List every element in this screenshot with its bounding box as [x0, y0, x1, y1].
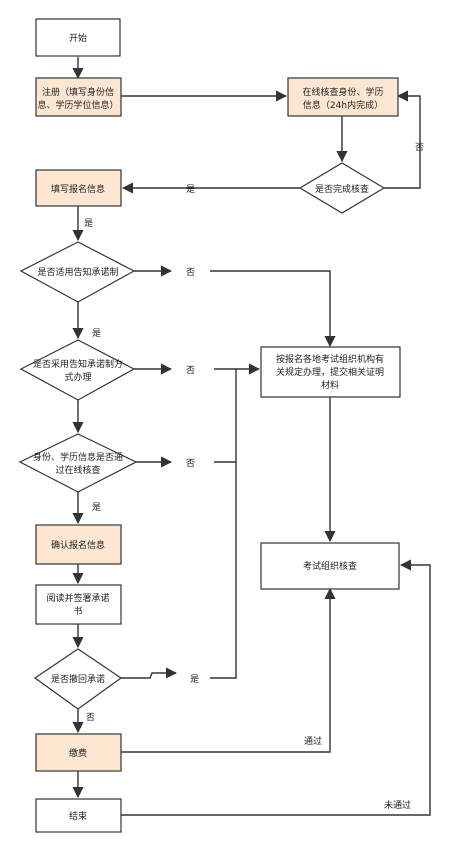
- node-check-done: 是否完成核查: [298, 162, 386, 214]
- node-exam-review: 考试组织核查: [260, 542, 400, 590]
- label-check-no: 否: [415, 142, 424, 153]
- check-done-diamond: [298, 162, 386, 214]
- adopt-label-line-1: 是否采用告知承诺制方: [33, 358, 123, 370]
- read-sign-box: [35, 584, 122, 625]
- edge-applicable-no-to-docs: [210, 270, 336, 348]
- id-pass-label-line-1: 身份、学历信息是否通: [33, 451, 123, 463]
- label-fail: 未通过: [384, 799, 411, 811]
- node-applicable: 是否适用告知承诺制: [19, 241, 136, 303]
- node-id-pass: 身份、学历信息是否通 过在线核查: [18, 433, 138, 493]
- start-label: 开始: [69, 32, 87, 44]
- register-label-line-1: 注册（填写身份信: [42, 86, 114, 98]
- pay-label: 缴费: [69, 747, 87, 759]
- label-applicable-yes: 是: [92, 328, 101, 339]
- register-box: [35, 77, 122, 117]
- node-read-sign: 阅读并签署承诺 书: [35, 584, 122, 625]
- online-check-box: [287, 77, 399, 117]
- label-check-yes: 是: [186, 184, 195, 195]
- end-label: 结束: [69, 810, 87, 822]
- register-label-line-2: 息、学历学位信息）: [37, 99, 118, 111]
- edge-decision-no-loop: [384, 90, 421, 189]
- check-done-label: 是否完成核查: [315, 183, 369, 195]
- label-adopt-no: 否: [186, 365, 195, 376]
- node-fill-info: 填写报名信息: [35, 169, 122, 207]
- node-register: 注册（填写身份信 息、学历学位信息）: [35, 77, 122, 117]
- connectors: [72, 57, 431, 816]
- node-submit-docs: 按报名各地考试组织机构有 关规定办理，提交相关证明 材料: [260, 346, 401, 398]
- submit-docs-label-line-1: 按报名各地考试组织机构有: [276, 353, 384, 365]
- applicable-label: 是否适用告知承诺制: [37, 266, 118, 278]
- node-end: 结束: [35, 798, 122, 833]
- fill-info-label: 填写报名信息: [51, 183, 105, 195]
- label-withdraw-yes: 是: [190, 674, 199, 685]
- online-check-label-line-1: 在线核查身份、学历: [302, 86, 383, 98]
- node-withdraw: 是否撤回承诺: [33, 648, 123, 710]
- label-fill-yes: 是: [84, 218, 93, 229]
- node-start: 开始: [35, 18, 121, 57]
- label-idpass-yes: 是: [92, 502, 101, 513]
- id-pass-label-line-2: 过在线核查: [55, 464, 100, 476]
- fill-info-box: [35, 169, 122, 207]
- start-box: [35, 18, 121, 57]
- read-sign-label-line-2: 书: [73, 606, 82, 617]
- label-applicable-no: 否: [186, 267, 195, 278]
- node-confirm: 确认报名信息: [35, 524, 122, 565]
- label-pass: 通过: [304, 735, 322, 747]
- edge-idpass-no-merge: [214, 369, 237, 463]
- edge-labels: 否 是 是 否 是 否 否 是 是 否 通过 未通过: [84, 142, 424, 811]
- node-online-check: 在线核查身份、学历 信息（24h内完成）: [287, 77, 399, 117]
- node-adopt: 是否采用告知承诺制方 式办理: [19, 339, 136, 401]
- edge-end-review: [121, 559, 431, 816]
- label-withdraw-no: 否: [86, 712, 95, 723]
- submit-docs-label-line-2: 关规定办理，提交相关证明: [276, 366, 384, 378]
- read-sign-label-line-1: 阅读并签署承诺: [46, 592, 109, 604]
- edge-withdraw-yes-merge: [210, 462, 237, 679]
- exam-review-box: [260, 542, 400, 590]
- submit-docs-label-line-3: 材料: [321, 379, 339, 391]
- pay-box: [35, 733, 122, 772]
- withdraw-diamond: [33, 648, 123, 710]
- node-pay: 缴费: [35, 733, 122, 772]
- applicable-diamond: [19, 241, 136, 303]
- confirm-label: 确认报名信息: [51, 539, 105, 551]
- submit-docs-box: [260, 346, 401, 398]
- exam-review-label: 考试组织核查: [303, 560, 357, 572]
- end-box: [35, 798, 122, 833]
- adopt-label-line-2: 式办理: [64, 371, 91, 383]
- adopt-diamond: [19, 339, 136, 401]
- online-check-label-line-2: 信息（24h内完成）: [303, 99, 383, 111]
- label-idpass-no: 否: [186, 458, 195, 469]
- id-pass-diamond: [18, 433, 138, 493]
- confirm-box: [35, 524, 122, 565]
- withdraw-label: 是否撤回承诺: [51, 673, 105, 685]
- edge-withdraw-yes: [121, 667, 178, 679]
- edge-pay-review: [121, 587, 336, 753]
